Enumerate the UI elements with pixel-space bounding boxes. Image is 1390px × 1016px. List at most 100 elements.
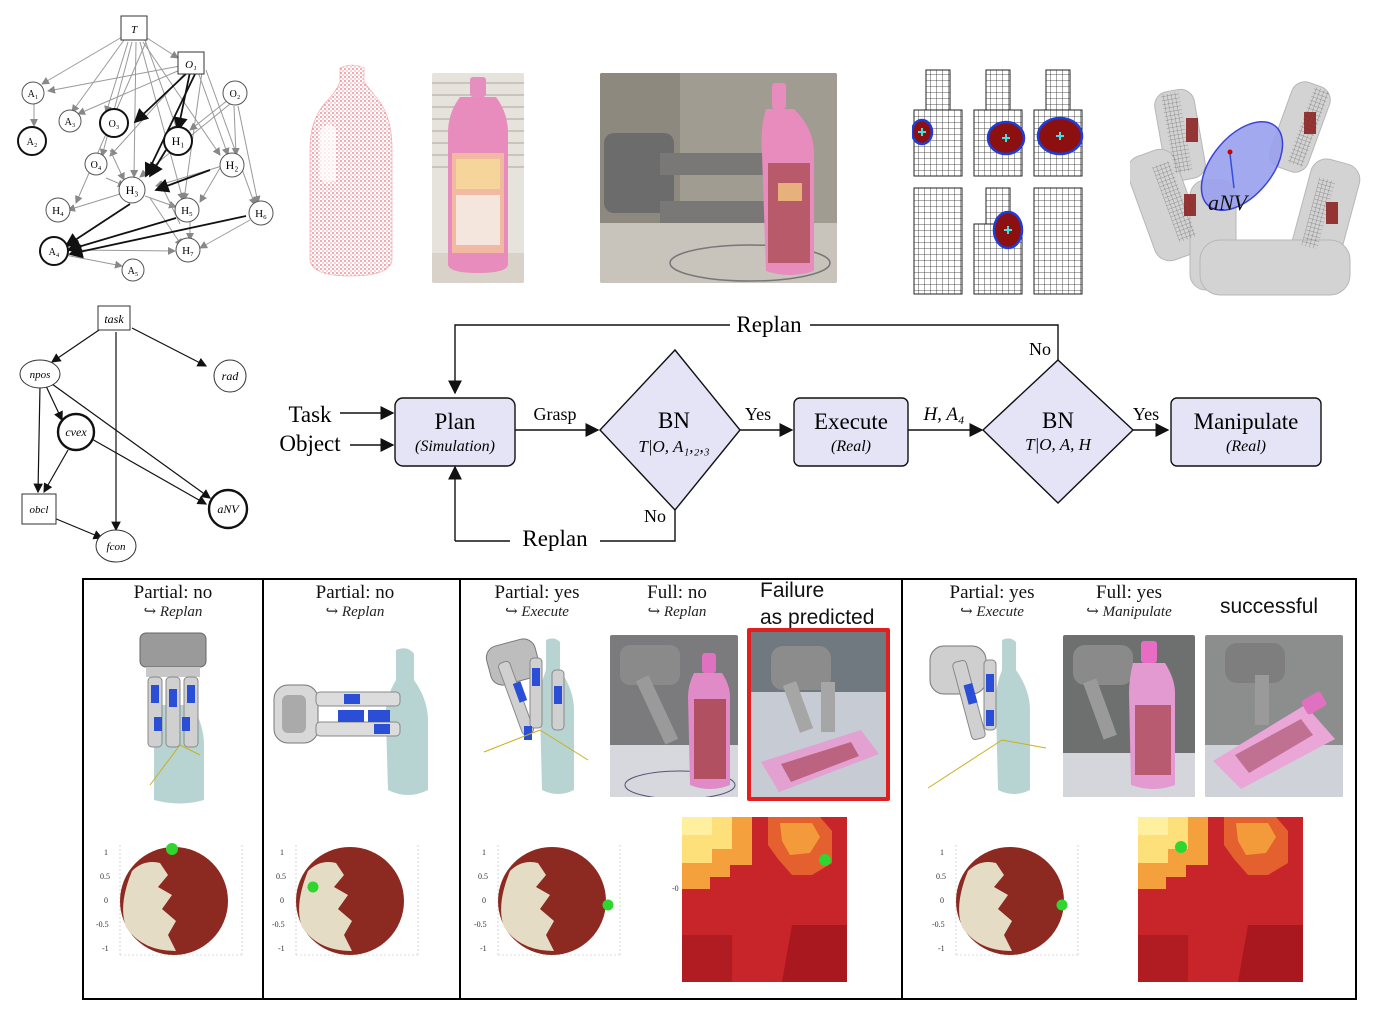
bn-node-H7: H₇: [182, 245, 194, 257]
hand-normal-vector-render: aNV: [1130, 81, 1361, 296]
svg-text:-1: -1: [480, 944, 487, 953]
replan-top-label: Replan: [736, 312, 802, 337]
sim-render-1: [139, 632, 207, 804]
sphere-plot-3: 1 0.5 0 -0.5 -1: [474, 845, 621, 956]
panel4a-title: Partial: yes: [949, 582, 1035, 603]
bn-node-H2: H₂: [226, 158, 239, 172]
panel3a-title: Partial: yes: [494, 582, 580, 603]
failure-note-line1: Failure: [760, 579, 825, 602]
panel2-title: Partial: no: [315, 582, 395, 603]
failure-note-line2: as predicted: [760, 606, 875, 629]
panel1-action: ↪ Replan: [143, 604, 203, 620]
yes2-label: Yes: [1133, 404, 1159, 424]
svg-text:-1: -1: [938, 944, 945, 953]
bn-node-T: T: [131, 24, 138, 36]
manipulate-sub: (Real): [1226, 438, 1266, 455]
svg-text:1: 1: [104, 848, 108, 857]
bayesian-network-grasp: task npos rad cvex obcl aNV fcon: [19, 305, 249, 563]
ha4-edge-label: H, A₄: [922, 404, 964, 425]
svg-text:-0.5: -0.5: [272, 920, 285, 929]
bn2-node-obcl: obcl: [30, 504, 49, 516]
plan-node: Plan (Simulation): [394, 397, 516, 467]
bn-node-H3: H₃: [126, 183, 139, 197]
result-panel-4: [901, 578, 1357, 1000]
bn-node-H6: H₆: [255, 208, 267, 220]
bn2-decision: BN T|O, A, H: [981, 359, 1135, 504]
bn1-title: BN: [658, 408, 690, 433]
real-manipulate-photo: [1205, 635, 1343, 797]
bn-node-A2: A₂: [27, 137, 38, 148]
panel3b-action: ↪ Replan: [647, 604, 707, 620]
panel3b-title: Full: no: [647, 582, 707, 603]
svg-text:-1: -1: [278, 944, 285, 953]
execute-node: Execute (Real): [793, 397, 909, 467]
svg-text:0.5: 0.5: [936, 872, 946, 881]
input-object: Object: [279, 431, 341, 456]
bn2-node-npos: npos: [30, 369, 51, 381]
real-failure-photo: [747, 628, 890, 801]
bn-node-O3: O₃: [109, 119, 120, 130]
bn-node-A4: A₄: [49, 247, 60, 258]
bn-node-H5: H₅: [181, 205, 193, 217]
sphere-plot-1: 10.50-0.5-1: [96, 843, 243, 956]
heatmap-1: -0: [672, 817, 847, 982]
svg-text:0: 0: [940, 896, 944, 905]
bn-node-A5: A₅: [128, 266, 139, 277]
anv-label: aNV: [1208, 190, 1250, 215]
bn-top-nodes: T O₁ A₁ A₂ A₃ O₃ H₁ O₂ O₄ H₃ H₂ H₄ H₅ H₆…: [17, 15, 274, 282]
success-note: successful: [1220, 595, 1319, 618]
bn-node-O4: O₄: [91, 160, 102, 171]
plan-title: Plan: [435, 409, 476, 434]
bn1-sub: T|O, A₁,₂,₃: [638, 437, 709, 456]
bn2-sub: T|O, A, H: [1025, 435, 1092, 454]
bn2-node-fcon: fcon: [107, 541, 126, 553]
tactile-contact-grids: [912, 69, 1084, 295]
svg-text:0.5: 0.5: [478, 872, 488, 881]
sim-render-3: [483, 638, 589, 794]
panel3a-action: ↪ Execute: [505, 604, 569, 620]
panel4b-action: ↪ Manipulate: [1086, 604, 1172, 620]
svg-text:0.5: 0.5: [100, 872, 110, 881]
bn-node-O2: O₂: [230, 89, 241, 100]
svg-text:0.5: 0.5: [276, 872, 286, 881]
svg-text:-0.5: -0.5: [474, 920, 487, 929]
plan-sub: (Simulation): [415, 438, 495, 455]
real-grasp-photo-fail: [610, 635, 738, 797]
sim-render-2: [273, 648, 428, 795]
real-grasp-photo-success: [1063, 635, 1195, 797]
bn-node-H1: H₁: [172, 134, 185, 148]
execute-sub: (Real): [831, 438, 871, 455]
heatmap-2: [1138, 817, 1303, 982]
bn-node-O1: O₁: [185, 59, 197, 71]
bn2-title: BN: [1042, 408, 1074, 433]
yes1-label: Yes: [745, 404, 771, 424]
panel1-title: Partial: no: [133, 582, 213, 603]
contact-centroid-markers: [918, 128, 1064, 234]
grasp-edge-label: Grasp: [534, 404, 577, 424]
sim-render-4: [927, 638, 1047, 794]
bottle-point-cloud: [309, 64, 393, 277]
replan-bottom-label: Replan: [522, 526, 588, 551]
panel4a-action: ↪ Execute: [960, 604, 1024, 620]
panel2-action: ↪ Replan: [325, 604, 385, 620]
bn-node-H4: H₄: [52, 205, 64, 217]
bn1-decision: BN T|O, A₁,₂,₃: [599, 348, 741, 512]
sphere-plot-4: 10.50-0.5-1: [932, 845, 1079, 956]
svg-text:0: 0: [280, 896, 284, 905]
input-task: Task: [288, 402, 332, 427]
bn-node-A3: A₃: [65, 117, 76, 128]
svg-text:1: 1: [482, 848, 486, 857]
panel4b-title: Full: yes: [1096, 582, 1162, 603]
svg-text:0: 0: [104, 896, 108, 905]
bn2-node-rad: rad: [222, 369, 240, 383]
manipulate-title: Manipulate: [1194, 409, 1299, 434]
svg-text:0: 0: [482, 896, 486, 905]
bottle-photo: [432, 73, 524, 283]
bayesian-network-full: T O₁ A₁ A₂ A₃ O₃ H₁ O₂ O₄ H₃ H₂ H₄ H₅ H₆…: [17, 15, 274, 282]
svg-text:-1: -1: [102, 944, 109, 953]
bn2-node-aNV: aNV: [217, 502, 240, 516]
no1-label: No: [644, 506, 666, 526]
sphere-plot-2: 10.50-0.5-1: [272, 845, 419, 956]
failure-note: Failure as predicted: [760, 577, 874, 631]
manipulate-node: Manipulate (Real): [1170, 397, 1322, 467]
